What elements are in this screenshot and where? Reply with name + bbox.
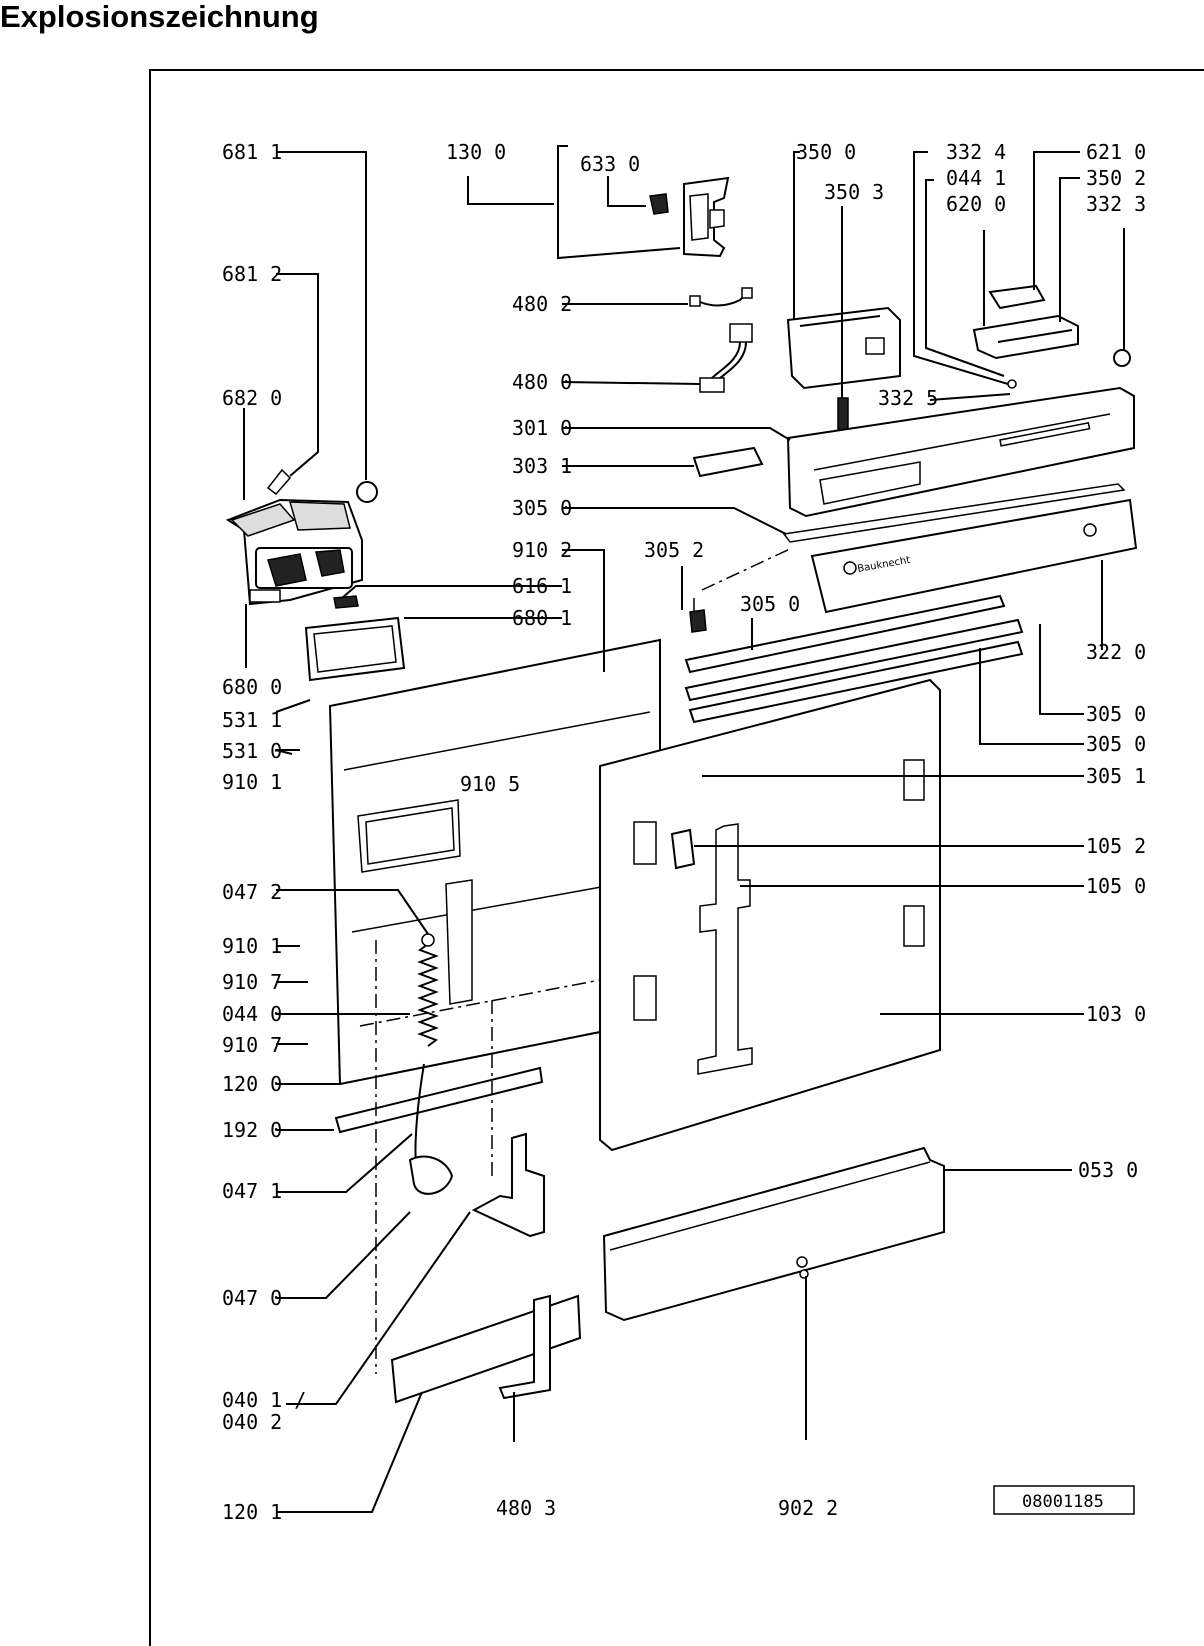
part-047-0 [408, 1155, 454, 1195]
part-681-1 [356, 481, 378, 503]
part-053-0 [602, 1146, 945, 1322]
part-303-1 [692, 446, 764, 478]
part-621-0 [988, 284, 1046, 310]
part-192-0 [334, 1066, 544, 1134]
label-305-1: 305 1 [1086, 764, 1146, 788]
part-620-0 [972, 314, 1079, 360]
part-103-0 [599, 678, 941, 1152]
label-332-4: 332 4 [946, 140, 1006, 164]
part-dispenser-680-0 [225, 498, 363, 606]
leader-lines [243, 145, 1125, 1513]
label-105-0: 105 0 [1086, 874, 1146, 898]
label-910-7-b: 910 7 [222, 1033, 282, 1057]
label-681-2: 681 2 [222, 262, 282, 286]
label-044-1: 044 1 [946, 166, 1006, 190]
label-910-1-b: 910 1 [222, 934, 282, 958]
part-040-1 [471, 1132, 545, 1238]
label-910-7-a: 910 7 [222, 970, 282, 994]
part-350-0 [786, 306, 901, 390]
part-301-0 [786, 386, 1135, 518]
label-680-1: 680 1 [512, 606, 572, 630]
part-305-0-strip [782, 483, 1126, 543]
part-332-5 [1007, 379, 1017, 389]
part-681-2 [266, 468, 292, 496]
alignment-lines [359, 547, 793, 1374]
label-303-1: 303 1 [512, 454, 572, 478]
label-305-0-d: 305 0 [1086, 732, 1146, 756]
label-480-2: 480 2 [512, 292, 572, 316]
label-910-2: 910 2 [512, 538, 572, 562]
part-105-2 [670, 828, 696, 870]
label-620-0: 620 0 [946, 192, 1006, 216]
label-305-0-a: 305 0 [512, 496, 572, 520]
label-910-5: 910 5 [460, 772, 520, 796]
part-680-1 [304, 616, 406, 682]
label-531-1: 531 1 [222, 708, 282, 732]
label-120-1: 120 1 [222, 1500, 282, 1524]
part-322-0: Bauknecht [810, 498, 1138, 614]
part-480-3 [498, 1294, 551, 1400]
label-105-2: 105 2 [1086, 834, 1146, 858]
part-480-2 [689, 287, 753, 307]
part-616-1 [333, 595, 359, 609]
part-130-0 [683, 176, 730, 258]
label-350-3: 350 3 [824, 180, 884, 204]
label-480-0: 480 0 [512, 370, 572, 394]
label-322-0: 322 0 [1086, 640, 1146, 664]
part-480-0 [699, 323, 753, 393]
label-531-0: 531 0 [222, 739, 282, 763]
part-350-3 [837, 397, 849, 433]
label-130-0: 130 0 [446, 140, 506, 164]
label-332-3: 332 3 [1086, 192, 1146, 216]
label-053-0: 053 0 [1078, 1158, 1138, 1182]
label-480-3: 480 3 [496, 1496, 556, 1520]
part-120-1 [390, 1294, 582, 1404]
label-192-0: 192 0 [222, 1118, 282, 1142]
label-040-1: 040 1 / [222, 1388, 306, 1412]
label-040-2: 040 2 [222, 1410, 282, 1434]
drawing-number-box: 08001185 [993, 1485, 1135, 1515]
label-633-0: 633 0 [580, 152, 640, 176]
label-301-0: 301 0 [512, 416, 572, 440]
part-305-2 [689, 609, 707, 633]
label-305-2: 305 2 [644, 538, 704, 562]
label-902-2: 902 2 [778, 1496, 838, 1520]
part-labels: 681 1 681 2 682 0 680 0 531 1 531 0 910 … [222, 140, 1146, 1524]
part-047-1 [414, 1063, 425, 1167]
label-047-2: 047 2 [222, 880, 282, 904]
part-332-3 [1113, 349, 1131, 367]
label-681-1: 681 1 [222, 140, 282, 164]
label-305-0-c: 305 0 [1086, 702, 1146, 726]
part-305-0-rails [684, 594, 1024, 724]
label-616-1: 616 1 [512, 574, 572, 598]
label-305-0-b: 305 0 [740, 592, 800, 616]
label-332-5: 332 5 [878, 386, 938, 410]
part-047-2 [417, 943, 439, 1047]
label-350-2: 350 2 [1086, 166, 1146, 190]
label-047-1: 047 1 [222, 1179, 282, 1203]
drawing-number: 08001185 [1022, 1492, 1104, 1512]
label-682-0: 682 0 [222, 386, 282, 410]
label-103-0: 103 0 [1086, 1002, 1146, 1026]
label-621-0: 621 0 [1086, 140, 1146, 164]
part-105-0 [697, 823, 753, 1075]
label-120-0: 120 0 [222, 1072, 282, 1096]
page-title: Explosionszeichnung [0, 0, 319, 34]
label-680-0: 680 0 [222, 675, 282, 699]
label-044-0: 044 0 [222, 1002, 282, 1026]
label-910-1-a: 910 1 [222, 770, 282, 794]
part-633-0 [649, 193, 669, 215]
part-120-0 [328, 638, 661, 1086]
drawing-frame [149, 69, 1204, 1646]
label-047-0: 047 0 [222, 1286, 282, 1310]
label-350-0: 350 0 [796, 140, 856, 164]
